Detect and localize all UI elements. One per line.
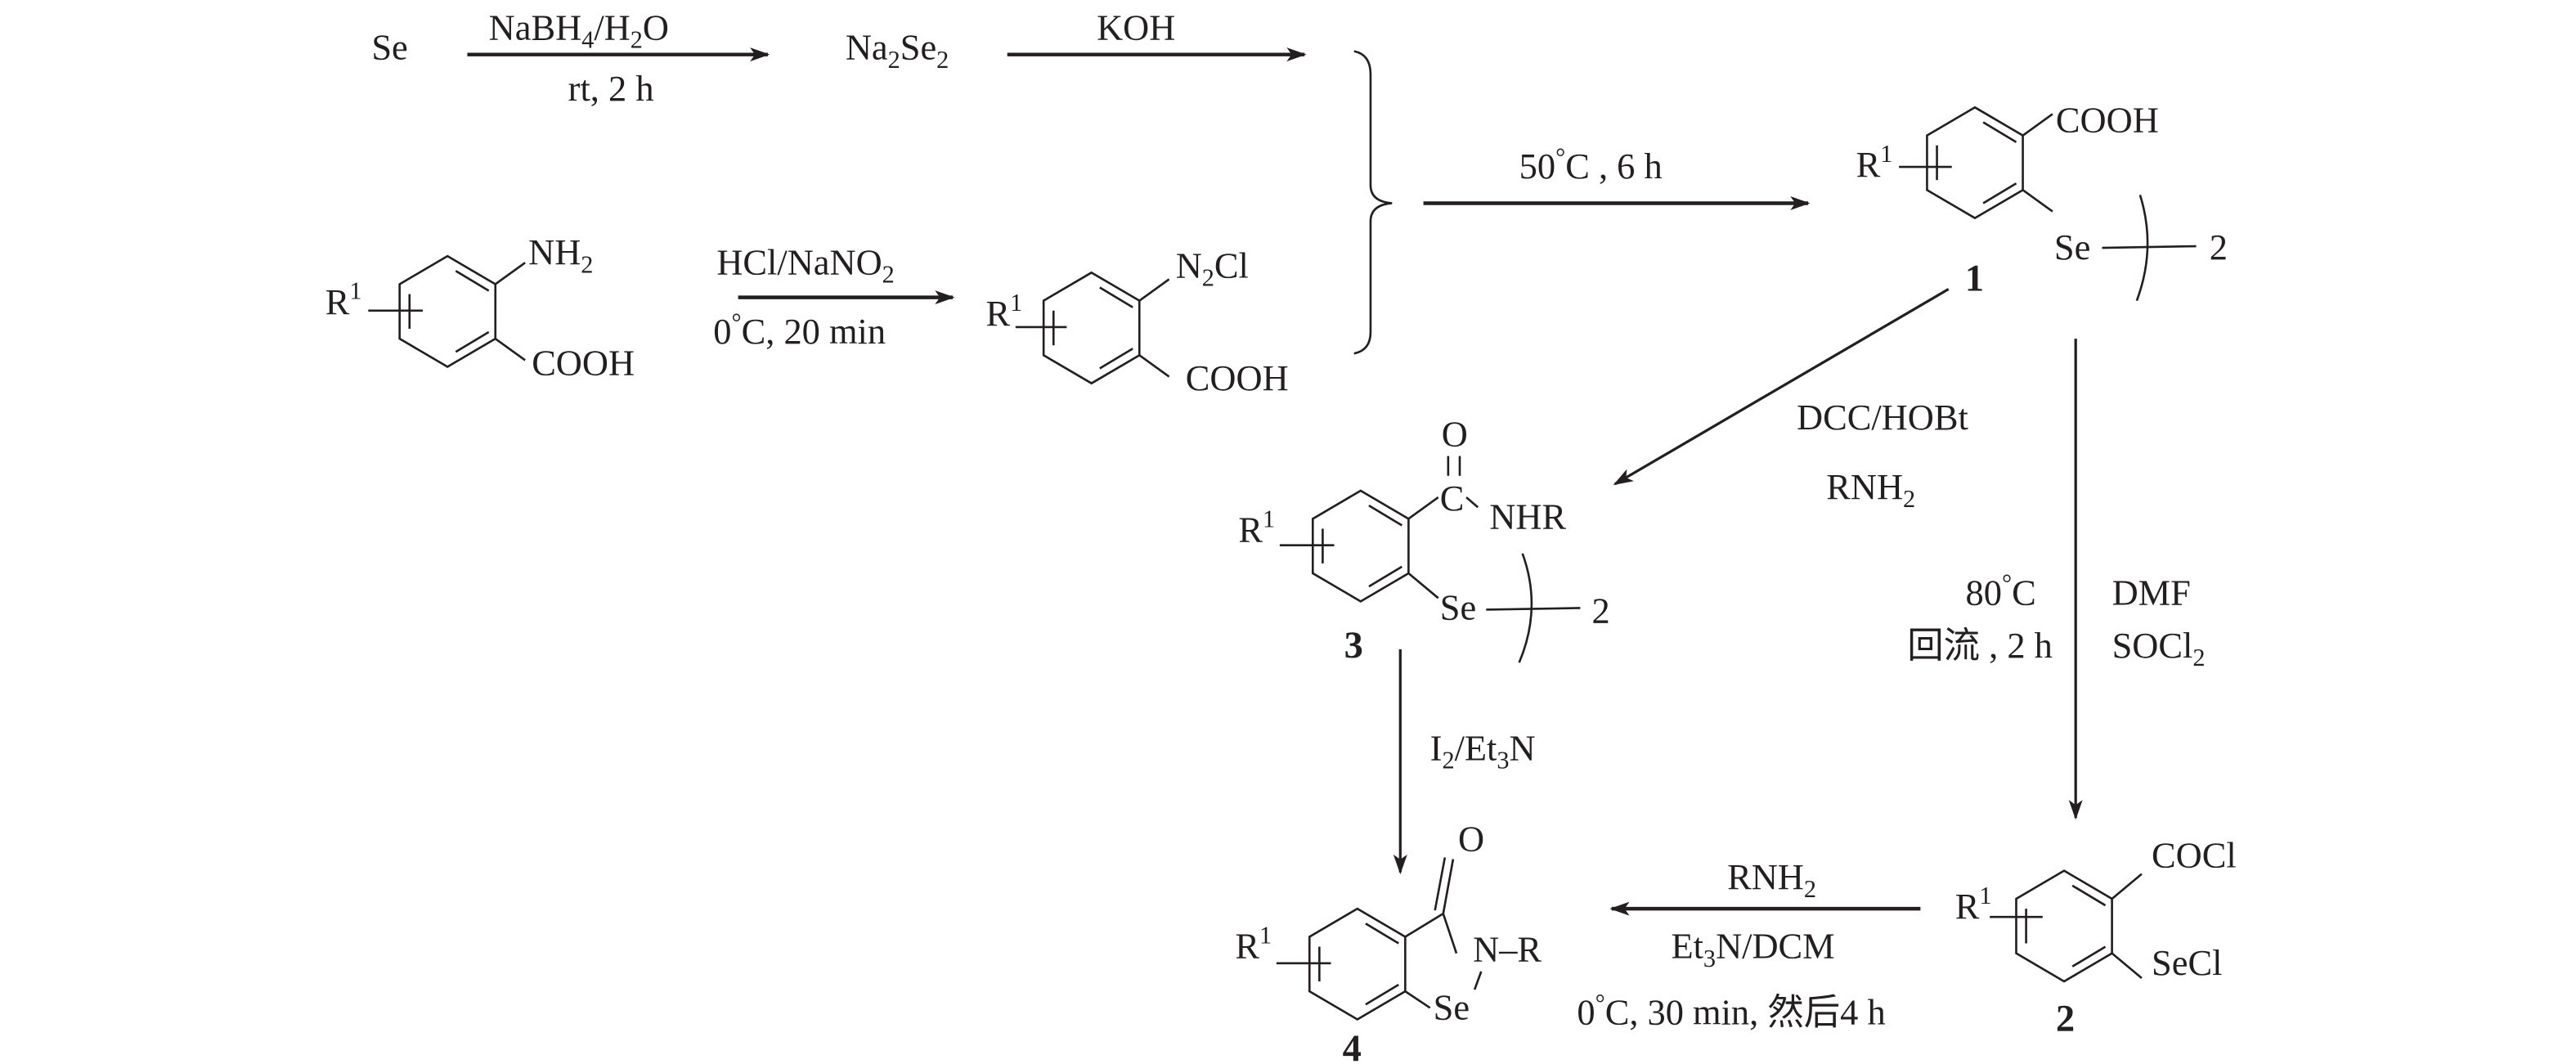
svg-text:COOH: COOH <box>1186 357 1289 398</box>
svg-text:2: 2 <box>2056 999 2075 1040</box>
step5-arrow <box>1613 288 1950 486</box>
svg-text:R1: R1 <box>1235 922 1272 967</box>
svg-text:Se: Se <box>2054 227 2090 267</box>
svg-text:2: 2 <box>1592 590 1610 631</box>
step7-reagent-2: SOCl2 <box>2112 625 2206 671</box>
svg-text:COCl: COCl <box>2152 835 2237 876</box>
step7-condition-1: 80°C <box>1966 569 2036 613</box>
svg-text:R1: R1 <box>1856 140 1893 185</box>
step5-reagent-2: RNH2 <box>1826 466 1915 513</box>
step4-condition: 50°C , 6 h <box>1519 143 1663 186</box>
svg-text:NH2: NH2 <box>528 231 593 278</box>
svg-text:C: C <box>1440 478 1465 519</box>
svg-text:COOH: COOH <box>532 343 635 384</box>
svg-text:N2Cl: N2Cl <box>1176 245 1249 291</box>
step1-condition: rt, 2 h <box>568 68 654 109</box>
svg-text:4: 4 <box>1343 1028 1362 1064</box>
step3-reagent: HCl/NaNO2 <box>716 241 894 288</box>
anthranilic-acid: R1 NH2 COOH <box>325 231 635 383</box>
sodium-diselenide: Na2Se2 <box>846 27 949 74</box>
svg-text:Se: Se <box>1440 587 1476 628</box>
compound-3: R1 O C NHR Se 2 3 <box>1238 413 1609 667</box>
svg-text:COOH: COOH <box>2056 100 2159 141</box>
svg-text:O: O <box>1442 413 1468 454</box>
svg-text:Se: Se <box>1434 986 1470 1027</box>
compound-2: R1 COCl SeCl 2 <box>1955 835 2237 1040</box>
step8-condition: 0°C, 30 min, 然后4 h <box>1577 989 1885 1032</box>
combining-brace <box>1353 50 1393 355</box>
svg-text:N–R: N–R <box>1473 929 1542 970</box>
svg-text:3: 3 <box>1344 625 1363 667</box>
step7-condition-2: 回流 , 2 h <box>1907 625 2053 666</box>
selenium-reactant: Se <box>371 27 407 68</box>
svg-text:R1: R1 <box>1238 505 1275 550</box>
svg-text:O: O <box>1458 818 1484 859</box>
svg-text:2: 2 <box>2210 227 2228 267</box>
svg-text:R1: R1 <box>1955 882 1992 927</box>
compound-1: R1 COOH Se 2 1 <box>1856 100 2228 302</box>
step8-reagent-2: Et3N/DCM <box>1671 926 1834 972</box>
step2-reagent: KOH <box>1097 7 1175 47</box>
step8-reagent-1: RNH2 <box>1727 856 1816 903</box>
compound-4: R1 O N–R Se 4 <box>1235 818 1542 1064</box>
step7-reagent-1: DMF <box>2112 572 2191 613</box>
svg-text:1: 1 <box>1965 258 1984 300</box>
step3-condition: 0°C, 20 min <box>713 308 886 352</box>
svg-text:SeCl: SeCl <box>2152 942 2222 983</box>
step6-reagent: I2/Et3N <box>1430 727 1536 774</box>
diazonium-salt: R1 N2Cl COOH <box>985 245 1288 397</box>
step1-reagent: NaBH4/H2O <box>489 7 669 53</box>
step5-reagent-1: DCC/HOBt <box>1797 397 1968 438</box>
svg-text:R1: R1 <box>325 277 362 322</box>
svg-text:NHR: NHR <box>1489 496 1566 536</box>
